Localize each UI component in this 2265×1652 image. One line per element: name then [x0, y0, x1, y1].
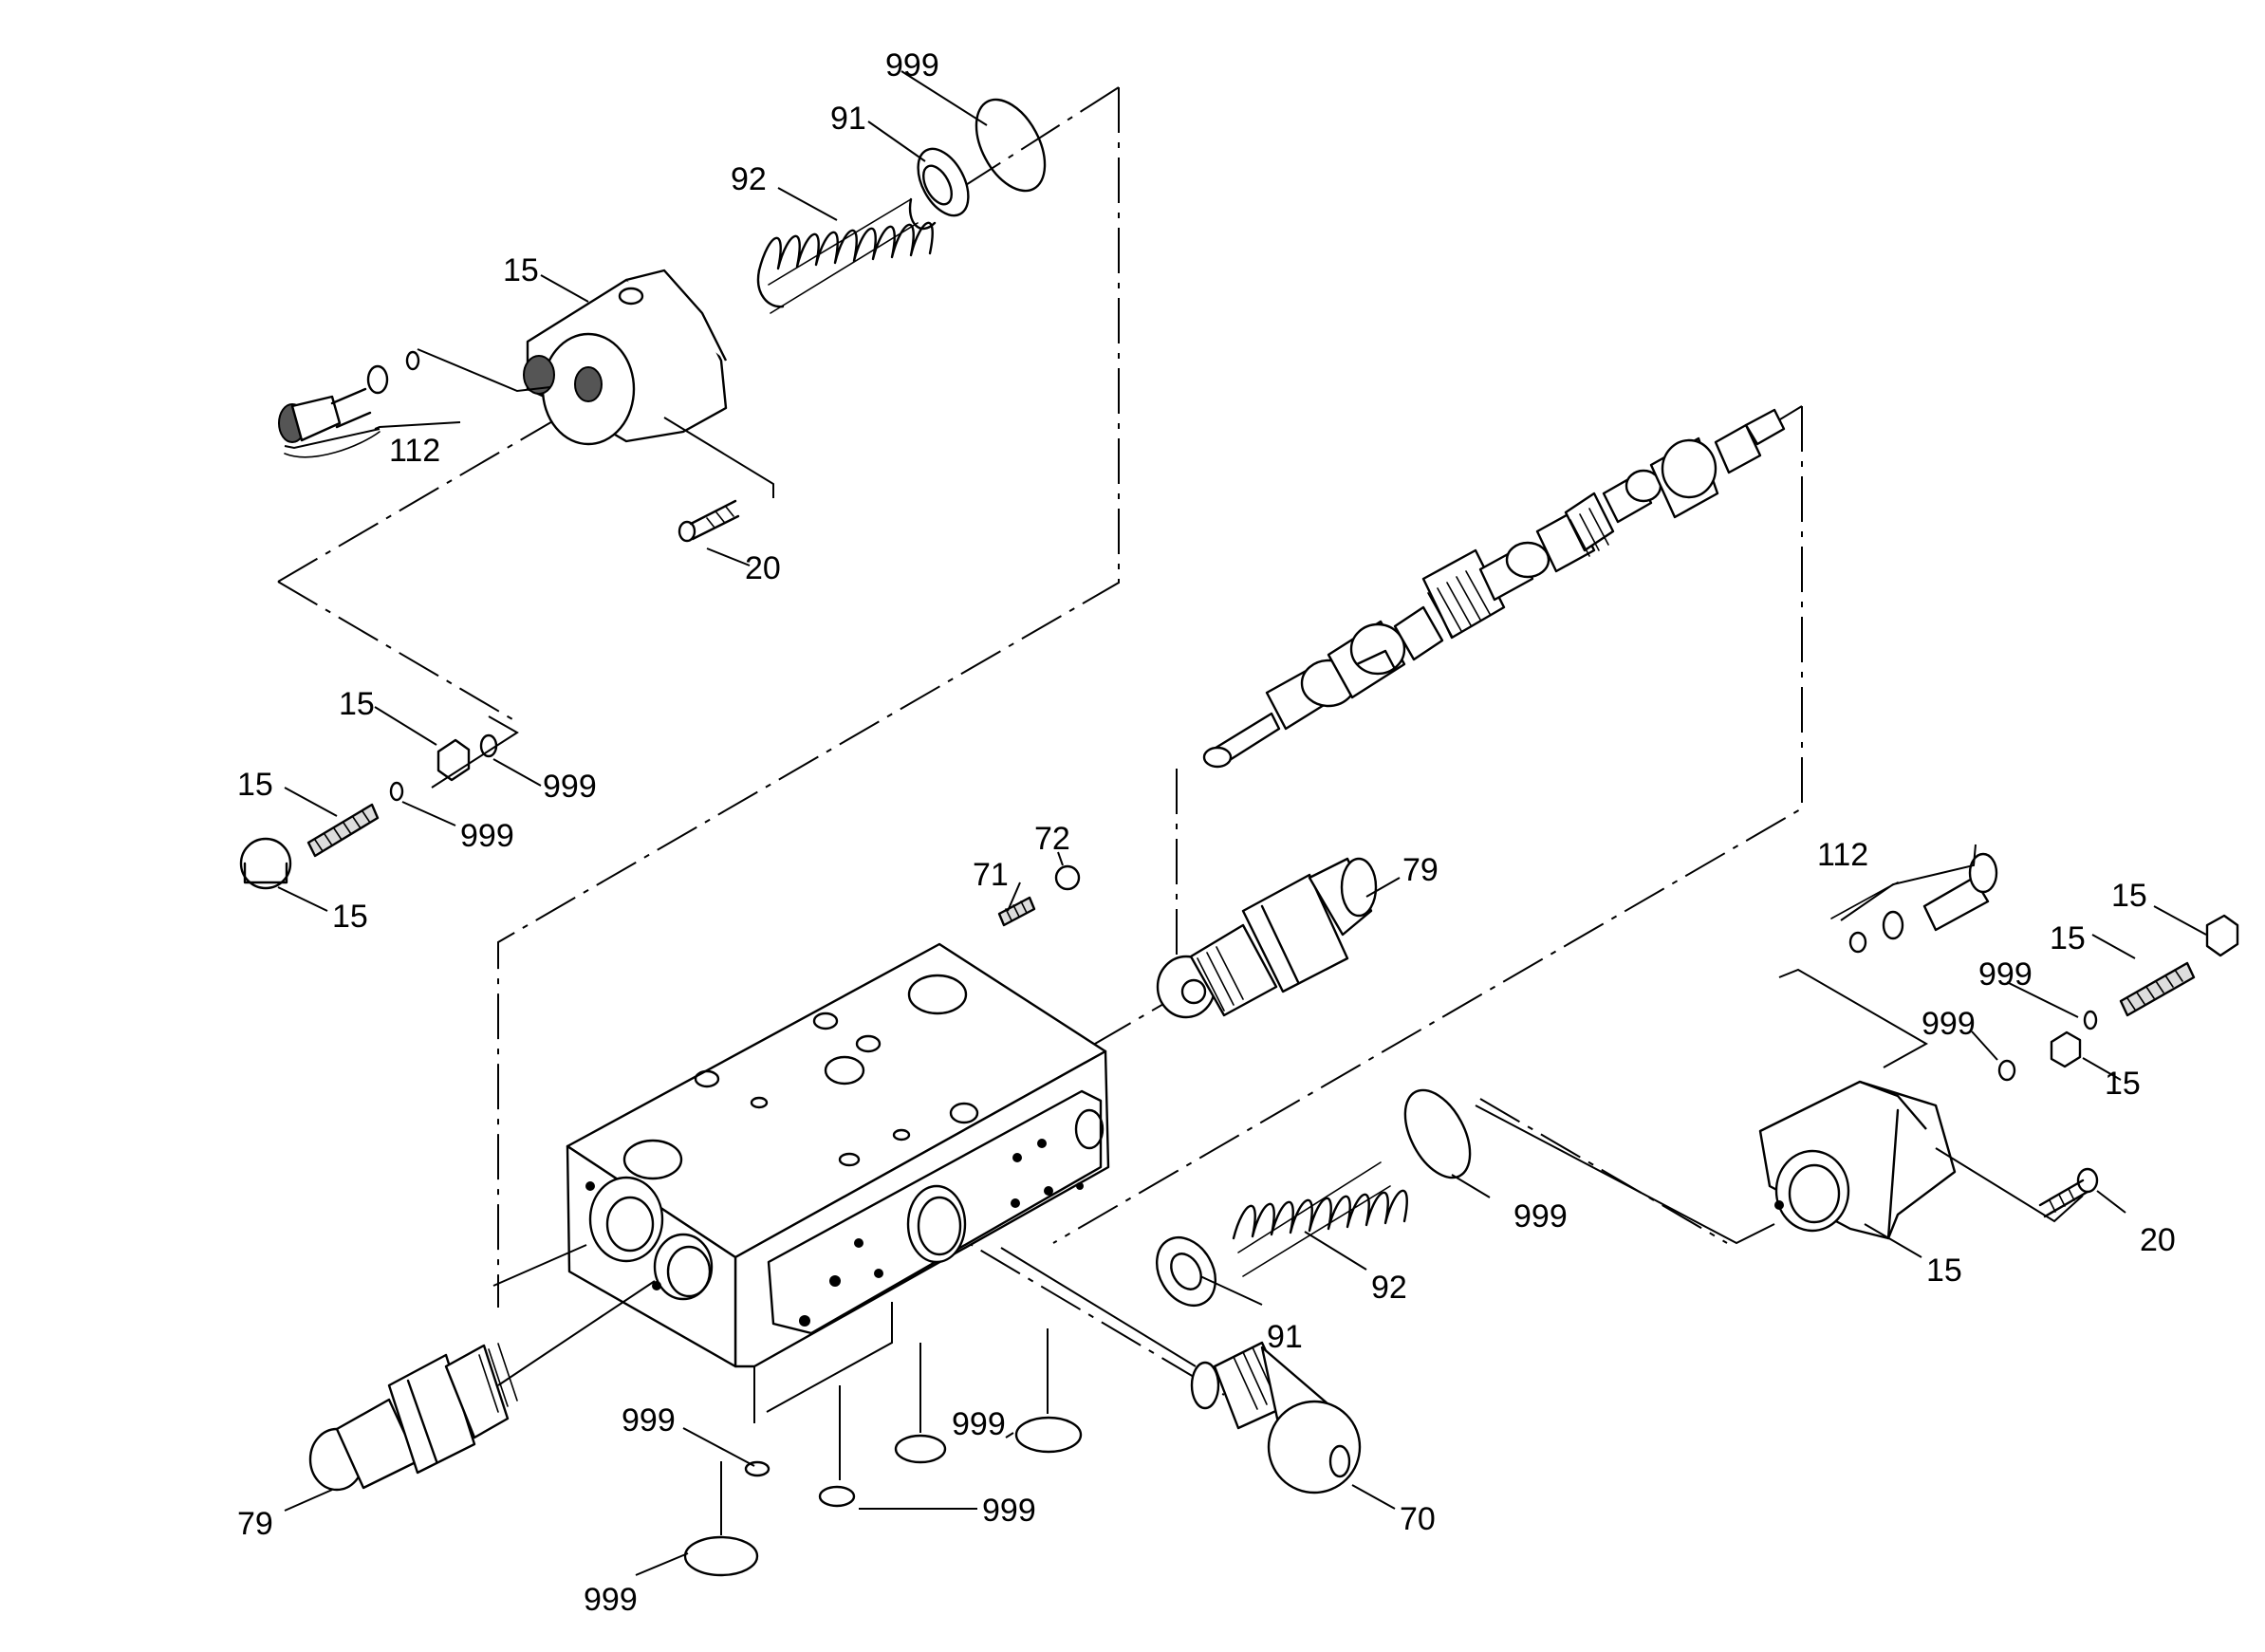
callout-999-g: 999: [622, 1402, 676, 1439]
callout-79-b: 79: [237, 1506, 273, 1542]
callout-999-a: 999: [885, 47, 939, 84]
upper-seal-ring: [975, 98, 1047, 193]
callout-71: 71: [973, 857, 1009, 893]
lower-seal-ring: [1403, 1088, 1472, 1179]
callout-15-c: 15: [237, 767, 273, 803]
callout-92-b: 92: [1371, 1270, 1407, 1306]
upper-bolt: [678, 499, 740, 543]
right-cover-block: [1758, 1080, 1957, 1240]
callout-999-c: 999: [460, 818, 514, 854]
callout-92-a: 92: [731, 161, 767, 197]
upper-plug-screw: [278, 350, 420, 458]
right-bolt: [2038, 1167, 2099, 1218]
valve-79-lower: [308, 1343, 518, 1492]
callout-91-b: 91: [1267, 1319, 1303, 1355]
callout-20-b: 20: [2140, 1222, 2176, 1258]
left-parts-group: [239, 733, 498, 890]
spool-assembly: [1202, 408, 1786, 769]
callout-labels: 999 91 92 15 112 20 15 999 15 999 15 71 …: [237, 47, 2176, 1618]
right-loose-parts: [1997, 914, 2239, 1082]
callout-70: 70: [1400, 1501, 1436, 1537]
lower-spring-seat: [1155, 1236, 1217, 1307]
upper-spring: [756, 197, 937, 314]
part-71-72: [997, 864, 1081, 927]
callout-15-e: 15: [2111, 878, 2147, 914]
callout-999-f: 999: [1513, 1198, 1568, 1234]
leader-lines: [277, 70, 2207, 1576]
valve-body: [566, 942, 1110, 1368]
callout-999-d: 999: [1978, 956, 2033, 993]
valve-79-upper: [1156, 857, 1378, 1019]
callout-112-b: 112: [1817, 837, 1868, 873]
callout-15-h: 15: [1926, 1253, 1962, 1289]
lower-spring: [1232, 1161, 1408, 1277]
callout-91-a: 91: [830, 101, 866, 137]
callout-999-h: 999: [952, 1406, 1006, 1442]
upper-cover-block: [523, 269, 728, 446]
callout-15-g: 15: [2105, 1066, 2141, 1102]
callout-20-a: 20: [745, 550, 781, 586]
callout-999-b: 999: [543, 769, 597, 805]
callout-999-e: 999: [1922, 1006, 1976, 1042]
callout-15-a: 15: [503, 252, 539, 288]
valve-70: [1190, 1341, 1362, 1494]
callout-15-f: 15: [2050, 920, 2086, 956]
callout-15-b: 15: [339, 686, 375, 722]
callout-15-d: 15: [332, 899, 368, 935]
callout-79-a: 79: [1402, 852, 1439, 888]
callout-112-a: 112: [389, 433, 440, 469]
upper-spring-seat: [917, 147, 970, 217]
callout-999-j: 999: [584, 1582, 638, 1618]
lower-seals: [683, 1302, 1083, 1577]
callout-72: 72: [1034, 821, 1070, 857]
callout-999-i: 999: [982, 1493, 1036, 1529]
